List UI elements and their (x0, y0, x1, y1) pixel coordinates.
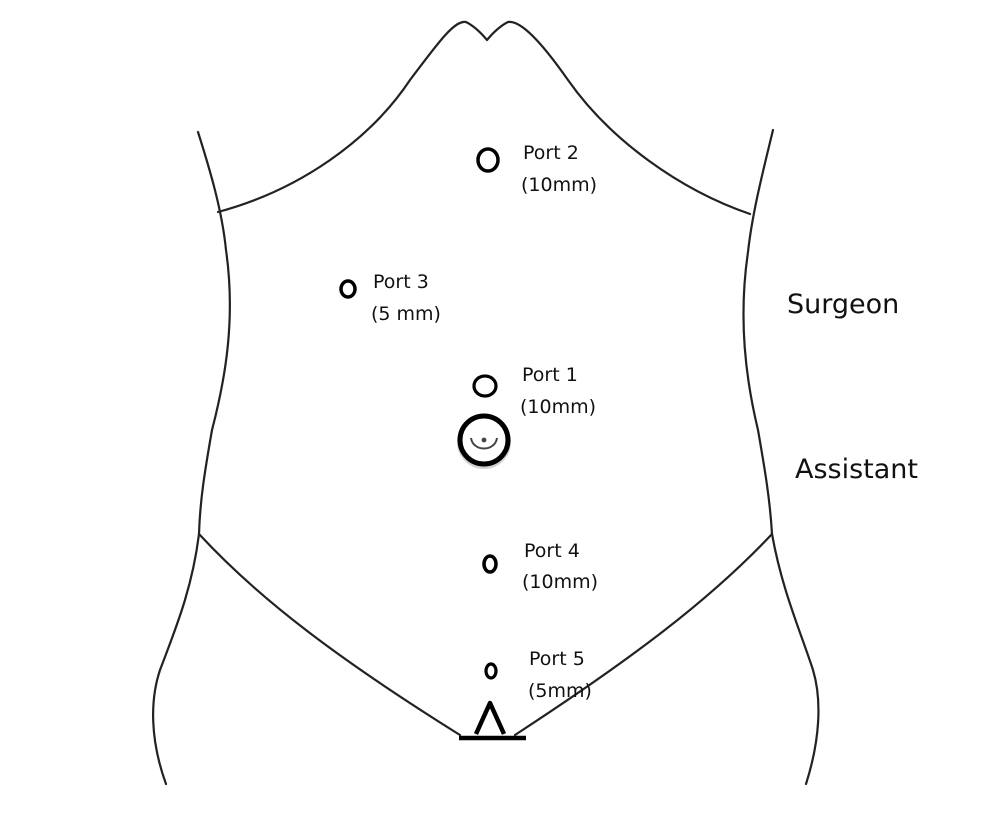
port-2-marker (476, 147, 500, 173)
left-flank-outline (152, 130, 231, 786)
assistant-label: Assistant (795, 454, 918, 485)
port-3-size: (5 mm) (371, 303, 441, 325)
surgeon-label: Surgeon (787, 289, 899, 320)
right-groin-outline (513, 532, 774, 737)
umbilicus (457, 413, 511, 469)
port-2-name: Port 2 (523, 142, 579, 164)
port-5-marker (484, 662, 498, 680)
port-5-size: (5mm) (528, 680, 592, 702)
port-1-size: (10mm) (520, 396, 596, 418)
port-4-size: (10mm) (522, 571, 598, 593)
port-1-marker (472, 374, 498, 398)
left-groin-outline (197, 532, 462, 737)
port-2-size: (10mm) (521, 174, 597, 196)
port-5-name: Port 5 (529, 648, 585, 670)
chest-outline (216, 20, 752, 216)
port-4-marker (482, 554, 498, 574)
torso-outline (152, 20, 820, 786)
port-3-marker (339, 279, 357, 299)
pubic-triangle (459, 700, 526, 741)
right-flank-outline (742, 128, 820, 786)
port-4-name: Port 4 (524, 540, 580, 562)
port-1-name: Port 1 (522, 364, 578, 386)
port-3-name: Port 3 (373, 271, 429, 293)
